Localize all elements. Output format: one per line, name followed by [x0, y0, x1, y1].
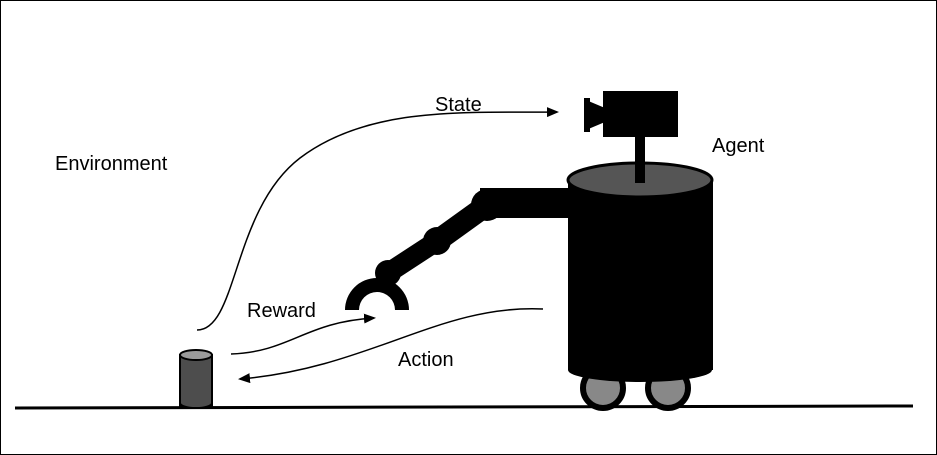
action-arrow — [238, 308, 544, 384]
agent-label: Agent — [712, 135, 765, 157]
camera-mast — [635, 128, 645, 183]
can-top — [179, 349, 213, 361]
environment-label: Environment — [55, 153, 168, 175]
robot-base — [568, 358, 712, 382]
robot-body — [568, 180, 713, 370]
can-body — [179, 354, 213, 408]
camera-icon — [584, 91, 678, 137]
gripper — [345, 278, 409, 310]
can-object — [179, 349, 213, 409]
can-bottom — [179, 402, 213, 409]
state-label: State — [435, 94, 482, 116]
state-arrow — [196, 107, 559, 331]
robot-agent — [345, 91, 714, 411]
robot-arm — [345, 188, 572, 310]
reward-arrow — [230, 313, 376, 355]
ground-line — [14, 404, 914, 410]
action-label: Action — [398, 349, 454, 371]
reward-label: Reward — [247, 300, 316, 322]
